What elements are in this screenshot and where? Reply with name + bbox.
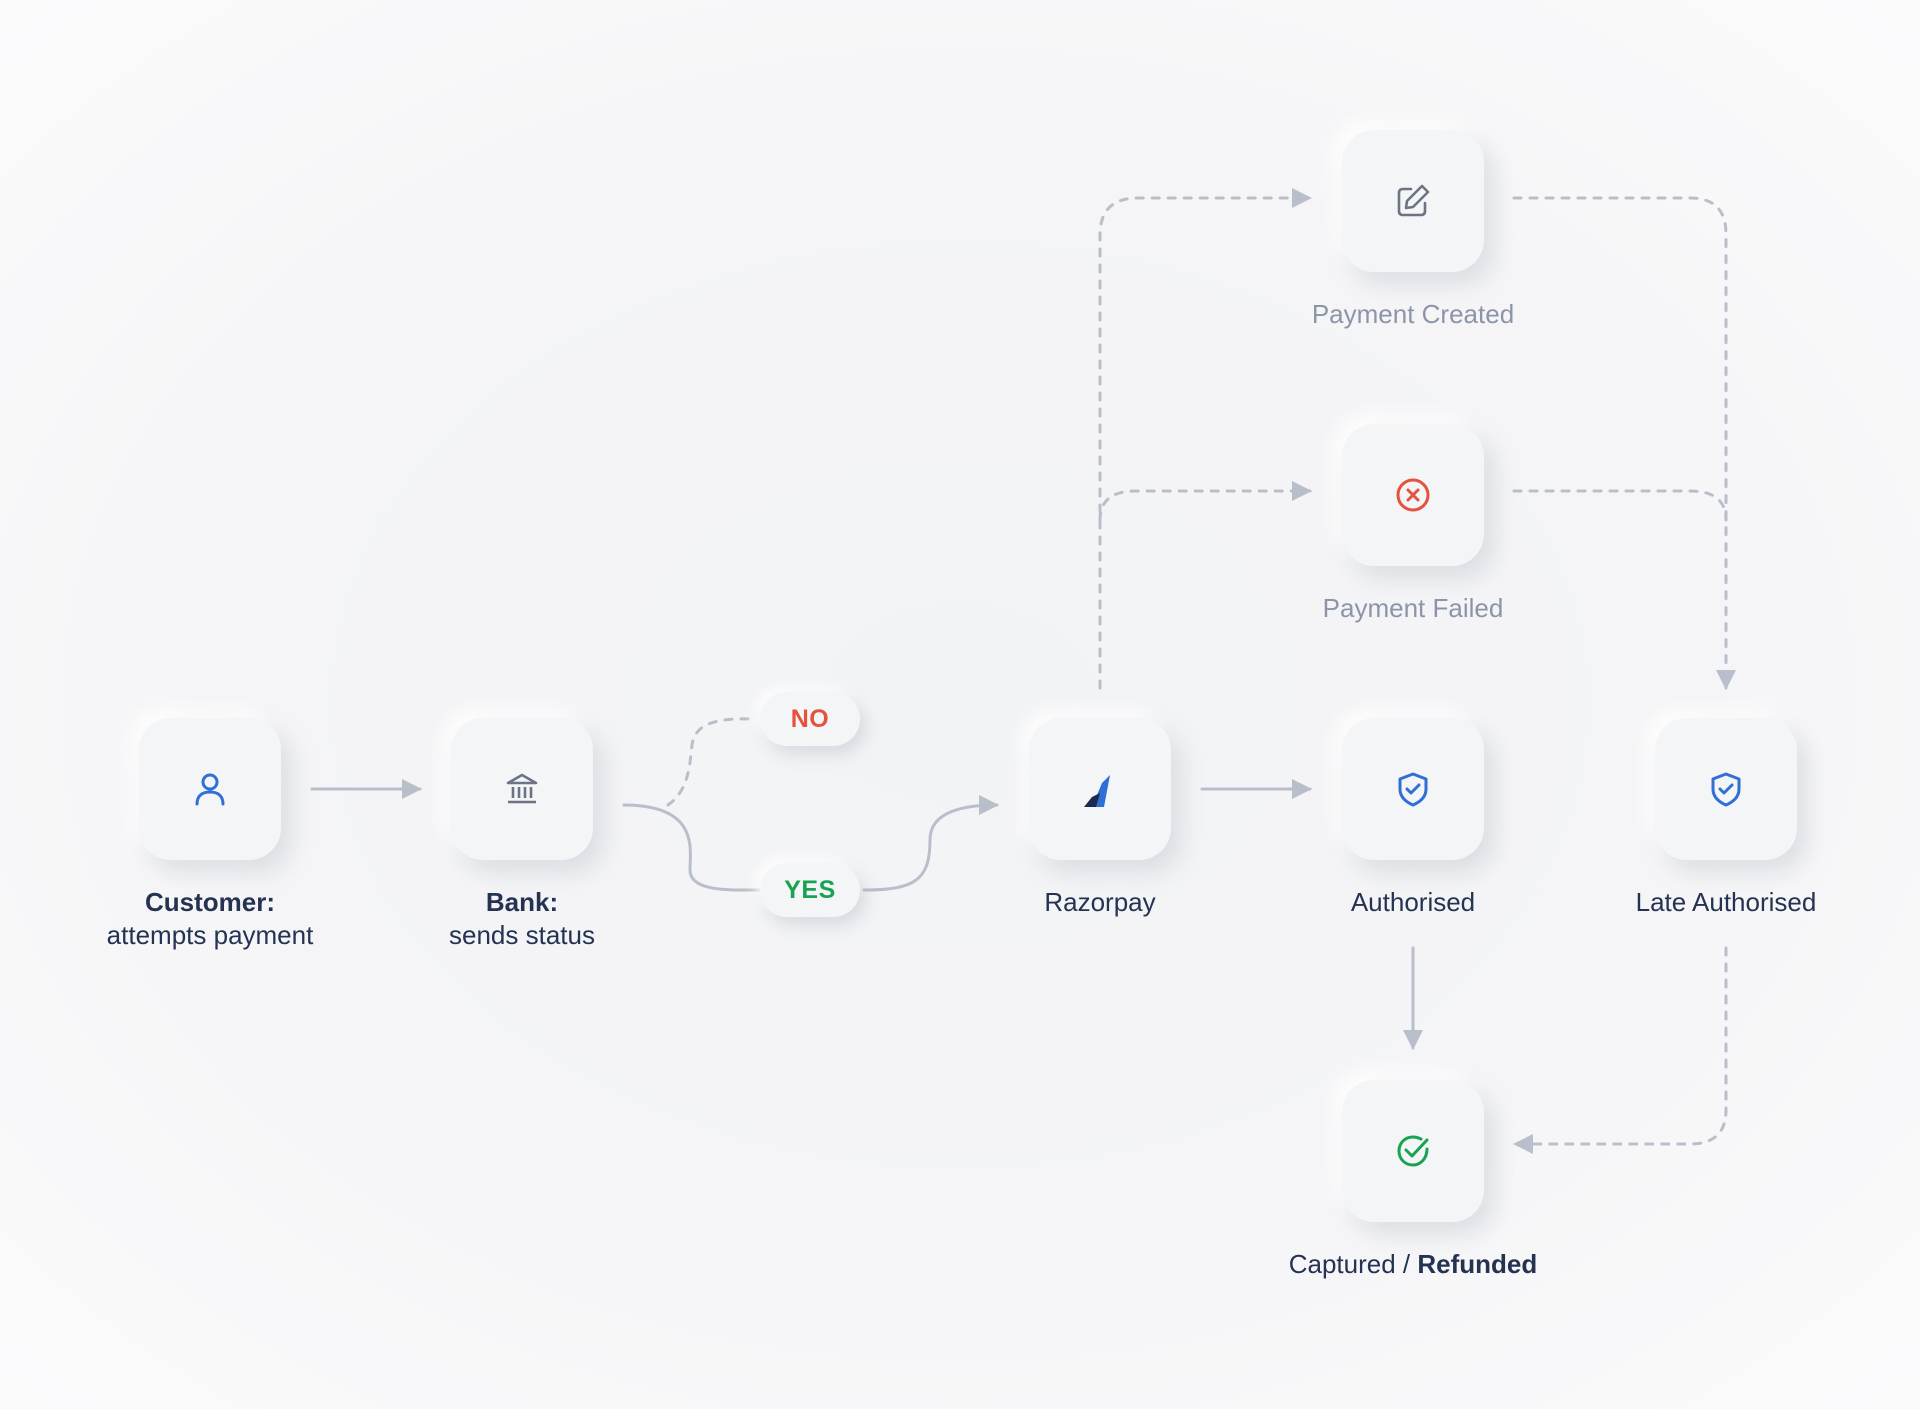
payment-failed-node [1342, 424, 1484, 566]
customer-subtitle: attempts payment [106, 920, 314, 950]
captured-label: Captured / Refunded [1243, 1248, 1583, 1281]
arrow-razorpay-to-payment-created [1098, 188, 1312, 690]
payment-failed-label: Payment Failed [1322, 593, 1504, 623]
razorpay-logo-icon [1084, 775, 1110, 807]
customer-node [139, 718, 281, 860]
check-circle-icon [1397, 1135, 1429, 1167]
bank-node [451, 718, 593, 860]
bank-subtitle: sends status [449, 920, 595, 950]
decision-yes: YES [760, 863, 860, 917]
connector-bank-to-yes [622, 803, 762, 892]
customer-title: Customer: [144, 887, 275, 917]
bank-label: Bank: sends status [382, 886, 662, 952]
cross-circle-icon [1396, 478, 1430, 512]
authorised-node [1342, 718, 1484, 860]
captured-label-strong: Refunded [1417, 1249, 1538, 1279]
connector-bank-to-no [666, 717, 754, 807]
connector-failed-to-late-authorised [1512, 489, 1728, 522]
shield-check-icon [1398, 772, 1428, 807]
bank-title: Bank: [485, 887, 559, 917]
captured-label-prefix: Captured / [1288, 1249, 1418, 1279]
razorpay-node [1029, 718, 1171, 860]
razorpay-label: Razorpay [1044, 887, 1156, 917]
arrow-created-to-late-authorised [1512, 196, 1736, 690]
customer-label: Customer: attempts payment [70, 886, 350, 952]
payment-created-label: Payment Created [1311, 299, 1515, 329]
user-icon [195, 773, 225, 806]
late-authorised-label: Late Authorised [1635, 887, 1817, 917]
late-authorised-node [1655, 718, 1797, 860]
bank-icon [506, 773, 538, 804]
shield-check-icon [1711, 772, 1741, 807]
payment-created-node [1342, 130, 1484, 272]
captured-node [1342, 1080, 1484, 1222]
authorised-label: Authorised [1350, 887, 1476, 917]
arrow-razorpay-to-payment-failed [1098, 481, 1312, 522]
arrow-late-authorised-to-captured [1513, 946, 1728, 1154]
arrow-yes-to-razorpay [862, 795, 999, 892]
decision-no: NO [760, 692, 860, 746]
edit-icon [1397, 184, 1430, 217]
